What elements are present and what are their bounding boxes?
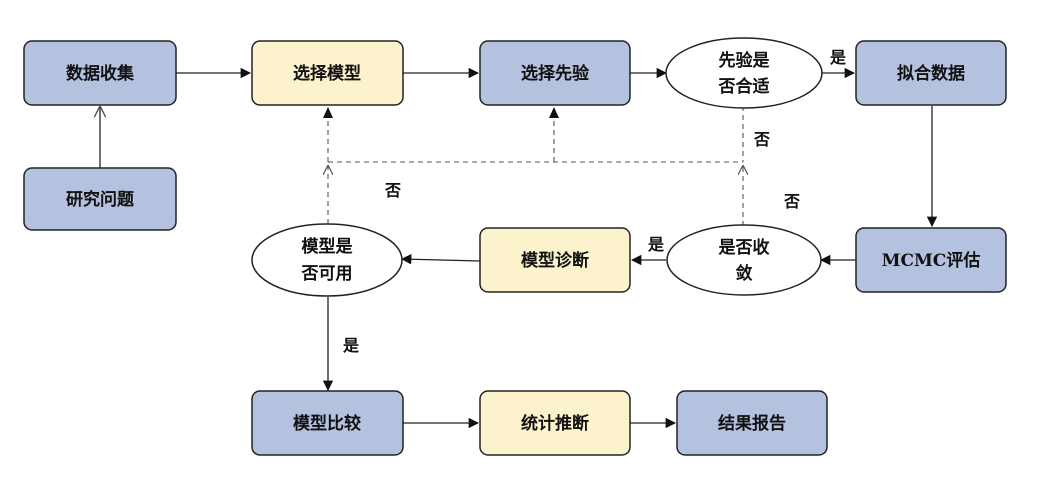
edge-label-prior-no: 否 [753, 130, 770, 149]
node-collect: 数据收集 [23, 40, 177, 106]
node-collect-label: 数据收集 [66, 63, 135, 84]
node-converge: 是否收 敛 [666, 224, 822, 296]
node-research: 研究问题 [23, 167, 177, 231]
node-fit: 拟合数据 [855, 40, 1007, 106]
node-prior-ok-line1: 先验是 [719, 50, 770, 71]
edge-label-prior-yes: 是 [829, 48, 846, 67]
edge-select-prior-arrowhead [549, 107, 559, 118]
node-prior-ok-line2: 否合适 [718, 76, 770, 97]
node-select-prior: 选择先验 [479, 40, 631, 106]
node-converge-line1: 是否收 [719, 237, 770, 258]
node-usable-line1: 模型是 [302, 236, 353, 257]
node-diagnose-label: 模型诊断 [521, 250, 589, 271]
node-select-prior-label: 选择先验 [521, 63, 590, 84]
node-compare-label: 模型比较 [293, 413, 361, 434]
node-fit-label: 拟合数据 [897, 63, 965, 84]
node-mcmc: MCMC评估 [855, 227, 1007, 293]
edge-label-converge-no: 否 [783, 192, 800, 211]
node-report-label: 结果报告 [718, 413, 786, 434]
node-inference: 统计推断 [479, 390, 631, 456]
edge-label-usable-yes: 是 [342, 336, 359, 355]
node-research-label: 研究问题 [66, 189, 135, 210]
edge-select-model-arrowhead [323, 107, 333, 118]
node-mcmc-label: MCMC评估 [882, 250, 981, 271]
node-select-model: 选择模型 [251, 40, 404, 106]
node-usable-line2: 否可用 [301, 264, 353, 284]
edge-label-usable-no: 否 [384, 181, 401, 200]
node-inference-label: 统计推断 [521, 413, 589, 434]
node-usable: 模型是 否可用 [251, 223, 403, 297]
node-report: 结果报告 [676, 390, 828, 456]
node-converge-line2: 敛 [736, 263, 753, 284]
node-compare: 模型比较 [251, 390, 404, 456]
node-diagnose: 模型诊断 [479, 227, 631, 293]
edge-diagnose-to-usable [400, 254, 481, 265]
node-prior-ok: 先验是 否合适 [665, 37, 823, 109]
node-select-model-label: 选择模型 [293, 63, 361, 84]
edge-label-converge-yes: 是 [647, 235, 664, 254]
